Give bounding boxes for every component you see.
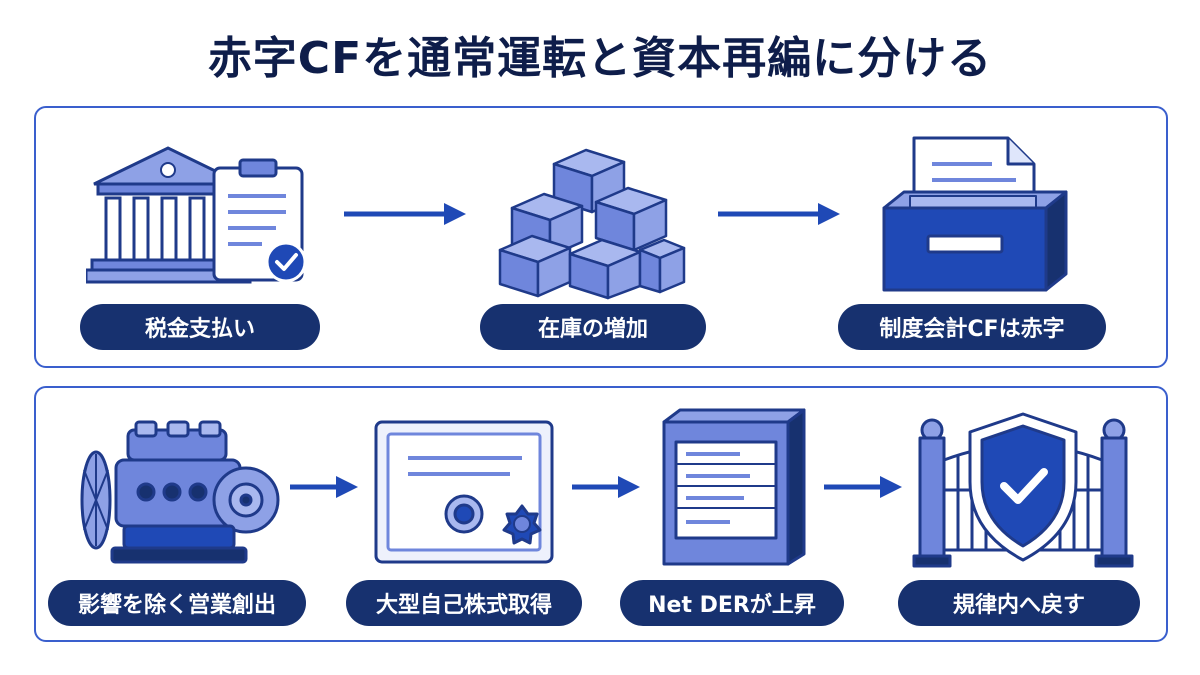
arrow-right-icon [572, 476, 640, 498]
step-label-statutory-cf-deficit: 制度会計CFは赤字 [838, 304, 1106, 350]
step-label-net-der-rise: Net DERが上昇 [620, 580, 844, 626]
arrow-right-icon [718, 203, 840, 225]
bank-with-checked-document-icon [86, 146, 307, 284]
arrow-right-icon [290, 476, 358, 498]
shield-gate-icon [912, 412, 1134, 568]
engine-icon [80, 420, 280, 564]
step-label-large-buyback: 大型自己株式取得 [346, 580, 582, 626]
certificate-icon [374, 420, 554, 564]
arrow-right-icon [824, 476, 902, 498]
ledger-box-icon [662, 408, 806, 566]
arrow-right-icon [344, 203, 466, 225]
step-label-tax-payment: 税金支払い [80, 304, 320, 350]
step-label-adjusted-operating-cf: 影響を除く営業創出 [48, 580, 306, 626]
stacked-boxes-icon [498, 148, 686, 300]
step-label-back-within-discipline: 規律内へ戻す [898, 580, 1140, 626]
step-label-inventory-increase: 在庫の増加 [480, 304, 706, 350]
page-title: 赤字CFを通常運転と資本再編に分ける [207, 33, 993, 84]
file-drawer-icon [882, 136, 1068, 292]
